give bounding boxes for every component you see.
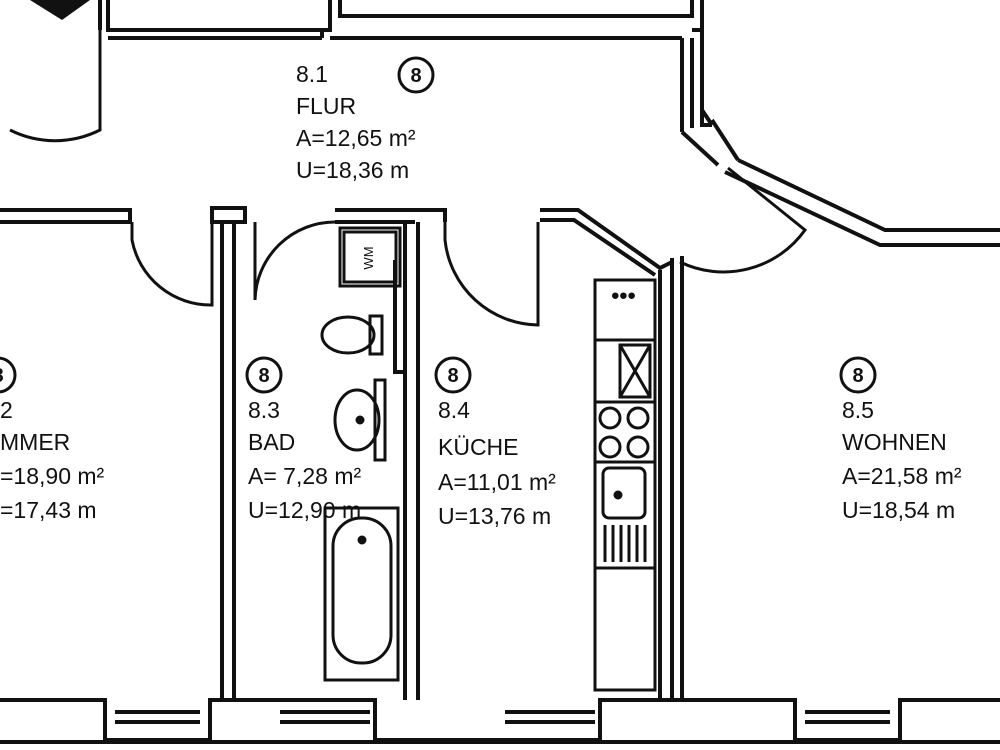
room-perimeter: U=13,76 m (438, 503, 551, 529)
cabinet-dots-icon: • • • (612, 287, 636, 305)
sink-icon (333, 378, 387, 462)
room-label-zimmer: 2 MMER =18,90 m² =17,43 m (0, 397, 105, 523)
svg-text:• • •: • • • (613, 288, 634, 303)
room-label-flur: 8.1 FLUR A=12,65 m² U=18,36 m (296, 61, 416, 183)
room-marker-8-4 (434, 356, 472, 394)
kitchen-counter: • • • (593, 278, 657, 692)
room-id: 8.4 (438, 397, 470, 423)
wall-verticals (220, 222, 662, 700)
room-name: MMER (0, 429, 70, 455)
room-label-bad: 8.3 BAD A= 7,28 m² U=12,90 m (248, 397, 361, 523)
room-area: =18,90 m² (0, 463, 105, 489)
wall-top (108, 0, 714, 132)
washing-machine-icon (338, 226, 402, 288)
room-name: BAD (248, 429, 295, 455)
room-name: FLUR (296, 93, 356, 119)
room-id: 8.1 (296, 61, 328, 87)
bathtub-icon (323, 506, 400, 682)
room-name: WOHNEN (842, 429, 947, 455)
room-area: A=21,58 m² (842, 463, 962, 489)
room-label-wohnen: 8.5 WOHNEN A=21,58 m² U=18,54 m (842, 397, 962, 523)
room-id: 2 (0, 397, 13, 423)
wall-diagonal (680, 118, 1000, 247)
room-marker-8-2 (0, 356, 17, 394)
room-perimeter: =17,43 m (0, 497, 97, 523)
room-name: KÜCHE (438, 434, 519, 460)
toilet-icon (320, 314, 384, 356)
room-marker-number: 8 (0, 365, 4, 387)
entrance-arrow-icon (30, 0, 90, 20)
room-label-kueche: 8.4 KÜCHE A=11,01 m² U=13,76 m (438, 397, 556, 529)
room-marker-number: 8 (447, 365, 458, 387)
room-marker-number: 8 (258, 365, 269, 387)
room-marker-8-5 (839, 356, 877, 394)
room-area: A=11,01 m² (438, 469, 556, 495)
room-perimeter: U=18,36 m (296, 157, 409, 183)
room-marker-8-3 (245, 356, 283, 394)
wall-left-upper (98, 0, 110, 32)
wall-bottom (0, 698, 1000, 744)
room-id: 8.3 (248, 397, 280, 423)
room-area: A= 7,28 m² (248, 463, 361, 489)
wall-middle (0, 206, 684, 700)
room-id: 8.5 (842, 397, 874, 423)
room-marker-number: 8 (410, 65, 421, 87)
room-marker-8-1 (397, 56, 435, 94)
room-area: A=12,65 m² (296, 125, 416, 151)
room-marker-number: 8 (852, 365, 863, 387)
stove-icon (598, 406, 650, 459)
kitchen-sink-icon (601, 466, 647, 562)
washing-machine-label: WM (361, 246, 376, 269)
door-swings (9, 30, 808, 327)
room-perimeter: U=12,90 m (248, 497, 361, 523)
room-perimeter: U=18,54 m (842, 497, 955, 523)
